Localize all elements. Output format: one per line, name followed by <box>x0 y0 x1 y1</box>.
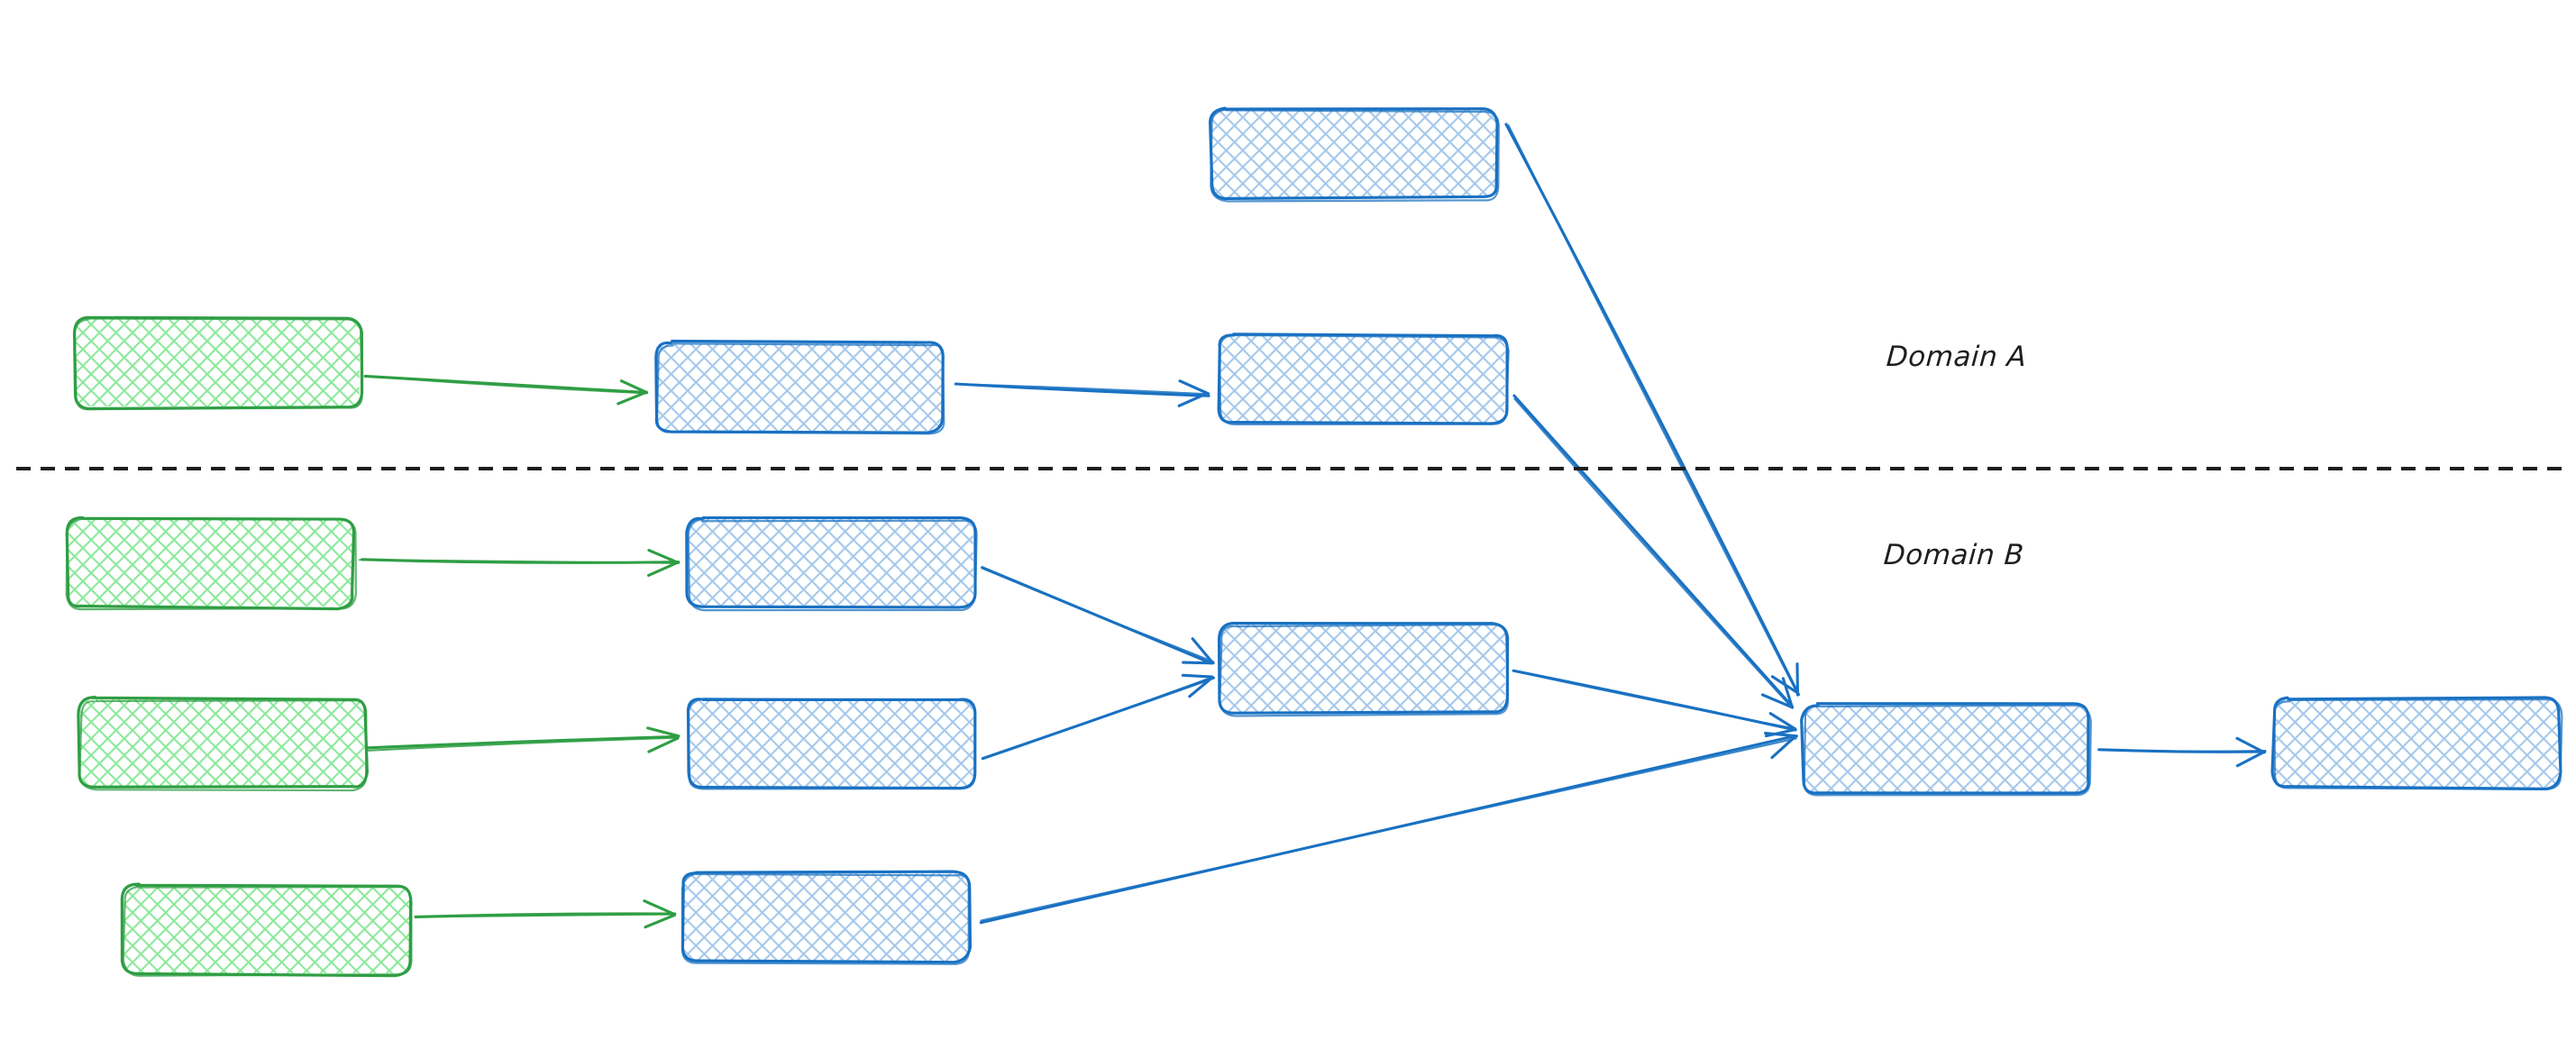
diagram-node-blue[interactable] <box>1209 106 1500 203</box>
diagram-node-green[interactable] <box>65 515 357 611</box>
edge-arrow <box>356 726 681 753</box>
diagram-node-blue[interactable] <box>1800 702 2092 797</box>
diagram-node-green[interactable] <box>120 882 413 978</box>
edge-arrow <box>414 899 677 929</box>
edge-arrow <box>1512 669 1797 738</box>
edges-layer <box>356 123 2267 929</box>
domain-a-label: Domain A <box>1885 341 2028 373</box>
diagram-node-blue[interactable] <box>686 698 977 790</box>
edge-arrow <box>1512 394 1795 709</box>
edge-arrow <box>981 673 1215 761</box>
diagram-node-blue[interactable] <box>1217 621 1510 717</box>
diagram-node-blue[interactable] <box>654 339 945 435</box>
nodes-layer <box>65 106 2563 978</box>
edge-arrow <box>358 548 681 578</box>
edge-arrow <box>363 374 649 406</box>
edge-arrow <box>979 732 1798 925</box>
diagram-node-green[interactable] <box>77 696 369 792</box>
diagram-node-green[interactable] <box>72 315 364 411</box>
edge-arrow <box>1504 123 1801 697</box>
edge-arrow <box>981 566 1215 665</box>
diagram-node-blue[interactable] <box>1217 333 1510 425</box>
diagram-node-blue[interactable] <box>681 870 973 965</box>
diagram-node-blue[interactable] <box>2270 696 2563 791</box>
edge-arrow <box>2097 736 2267 768</box>
domain-b-label: Domain B <box>1882 539 2025 571</box>
edge-arrow <box>954 379 1210 407</box>
diagram-node-blue[interactable] <box>685 515 978 612</box>
